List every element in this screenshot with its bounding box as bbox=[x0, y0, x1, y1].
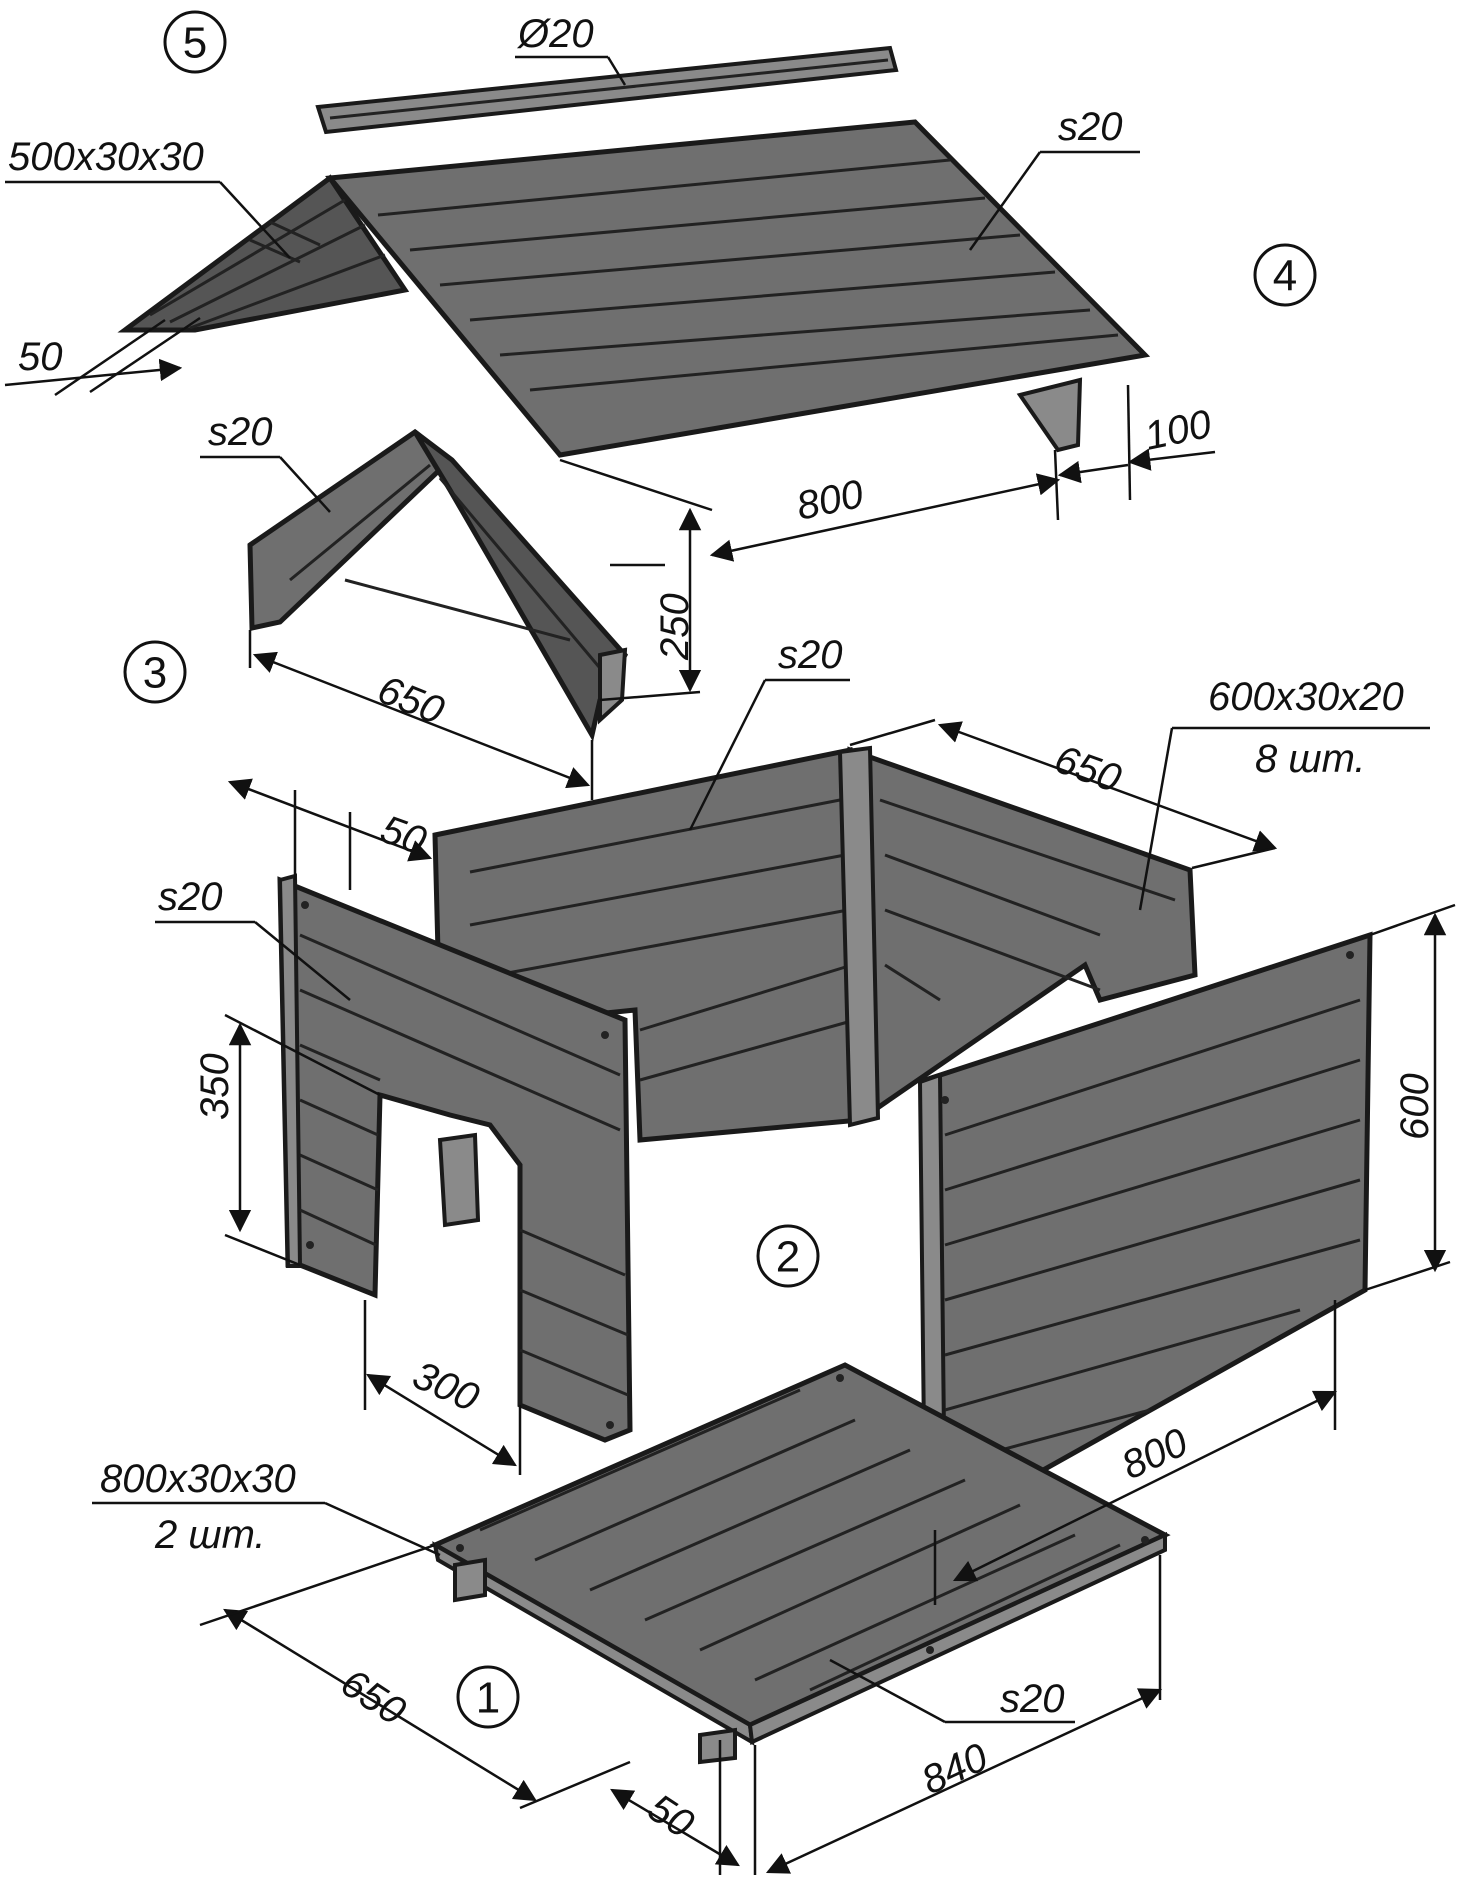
gable-width-dim: 650 bbox=[248, 630, 594, 800]
svg-text:8 шт.: 8 шт. bbox=[1255, 737, 1366, 781]
svg-text:840: 840 bbox=[915, 1735, 994, 1803]
svg-text:s20: s20 bbox=[208, 410, 273, 454]
svg-text:5: 5 bbox=[183, 19, 207, 68]
svg-text:2: 2 bbox=[776, 1233, 800, 1282]
roof-length-dim: 800 bbox=[559, 449, 1061, 562]
ridge-diameter-callout: Ø20 bbox=[515, 12, 627, 86]
ridge-rod bbox=[315, 45, 899, 135]
svg-text:2 шт.: 2 шт. bbox=[154, 1513, 266, 1557]
roof bbox=[117, 119, 1151, 458]
part-number-1: 1 bbox=[456, 1665, 520, 1729]
wall-offset-dim: 50 bbox=[227, 778, 433, 890]
wall-height-dim: 600 bbox=[1364, 903, 1456, 1292]
svg-text:800: 800 bbox=[793, 472, 867, 529]
svg-text:600: 600 bbox=[1393, 1073, 1437, 1140]
gable-height-dim: 250 bbox=[599, 507, 702, 702]
floor-offset-dim: 50 bbox=[610, 1740, 757, 1875]
svg-text:300: 300 bbox=[406, 1353, 485, 1420]
svg-text:100: 100 bbox=[1141, 402, 1215, 459]
floor-batten-callout: 800x30x30 2 шт. bbox=[92, 1457, 441, 1557]
svg-text:50: 50 bbox=[18, 335, 63, 379]
svg-text:Ø20: Ø20 bbox=[516, 12, 594, 56]
svg-text:350: 350 bbox=[193, 1053, 237, 1120]
front-wall-thickness-callout: s20 bbox=[155, 875, 351, 1001]
svg-text:s20: s20 bbox=[1000, 1677, 1065, 1721]
roof-overhang-dim: 50 bbox=[4, 316, 201, 397]
gable-thickness-callout: s20 bbox=[200, 410, 331, 513]
svg-text:3: 3 bbox=[143, 649, 167, 698]
svg-text:4: 4 bbox=[1273, 252, 1297, 301]
roof-thickness-callout: s20 bbox=[968, 105, 1140, 251]
svg-text:650: 650 bbox=[333, 1661, 413, 1734]
svg-text:s20: s20 bbox=[1058, 105, 1123, 149]
svg-text:500x30x30: 500x30x30 bbox=[8, 135, 204, 179]
part-number-3: 3 bbox=[123, 640, 187, 704]
svg-text:1: 1 bbox=[476, 1674, 500, 1723]
roof-rafter-dim: 100 bbox=[1057, 384, 1215, 501]
part-number-5: 5 bbox=[163, 10, 227, 74]
door-height-dim: 350 bbox=[193, 1013, 381, 1267]
svg-text:650: 650 bbox=[372, 668, 450, 734]
svg-text:s20: s20 bbox=[778, 633, 843, 677]
part-number-4: 4 bbox=[1253, 243, 1317, 307]
part-number-2: 2 bbox=[756, 1224, 820, 1288]
svg-text:600x30x20: 600x30x20 bbox=[1208, 675, 1404, 719]
roof-batten-callout: 500x30x30 bbox=[5, 135, 291, 259]
svg-text:s20: s20 bbox=[158, 875, 223, 919]
svg-text:800: 800 bbox=[1115, 1420, 1194, 1488]
back-wall-thickness-callout: s20 bbox=[688, 633, 850, 831]
door-width-dim: 300 bbox=[363, 1300, 522, 1475]
post-size-callout: 600x30x20 8 шт. bbox=[1138, 675, 1430, 911]
svg-text:800x30x30: 800x30x30 bbox=[100, 1457, 296, 1501]
